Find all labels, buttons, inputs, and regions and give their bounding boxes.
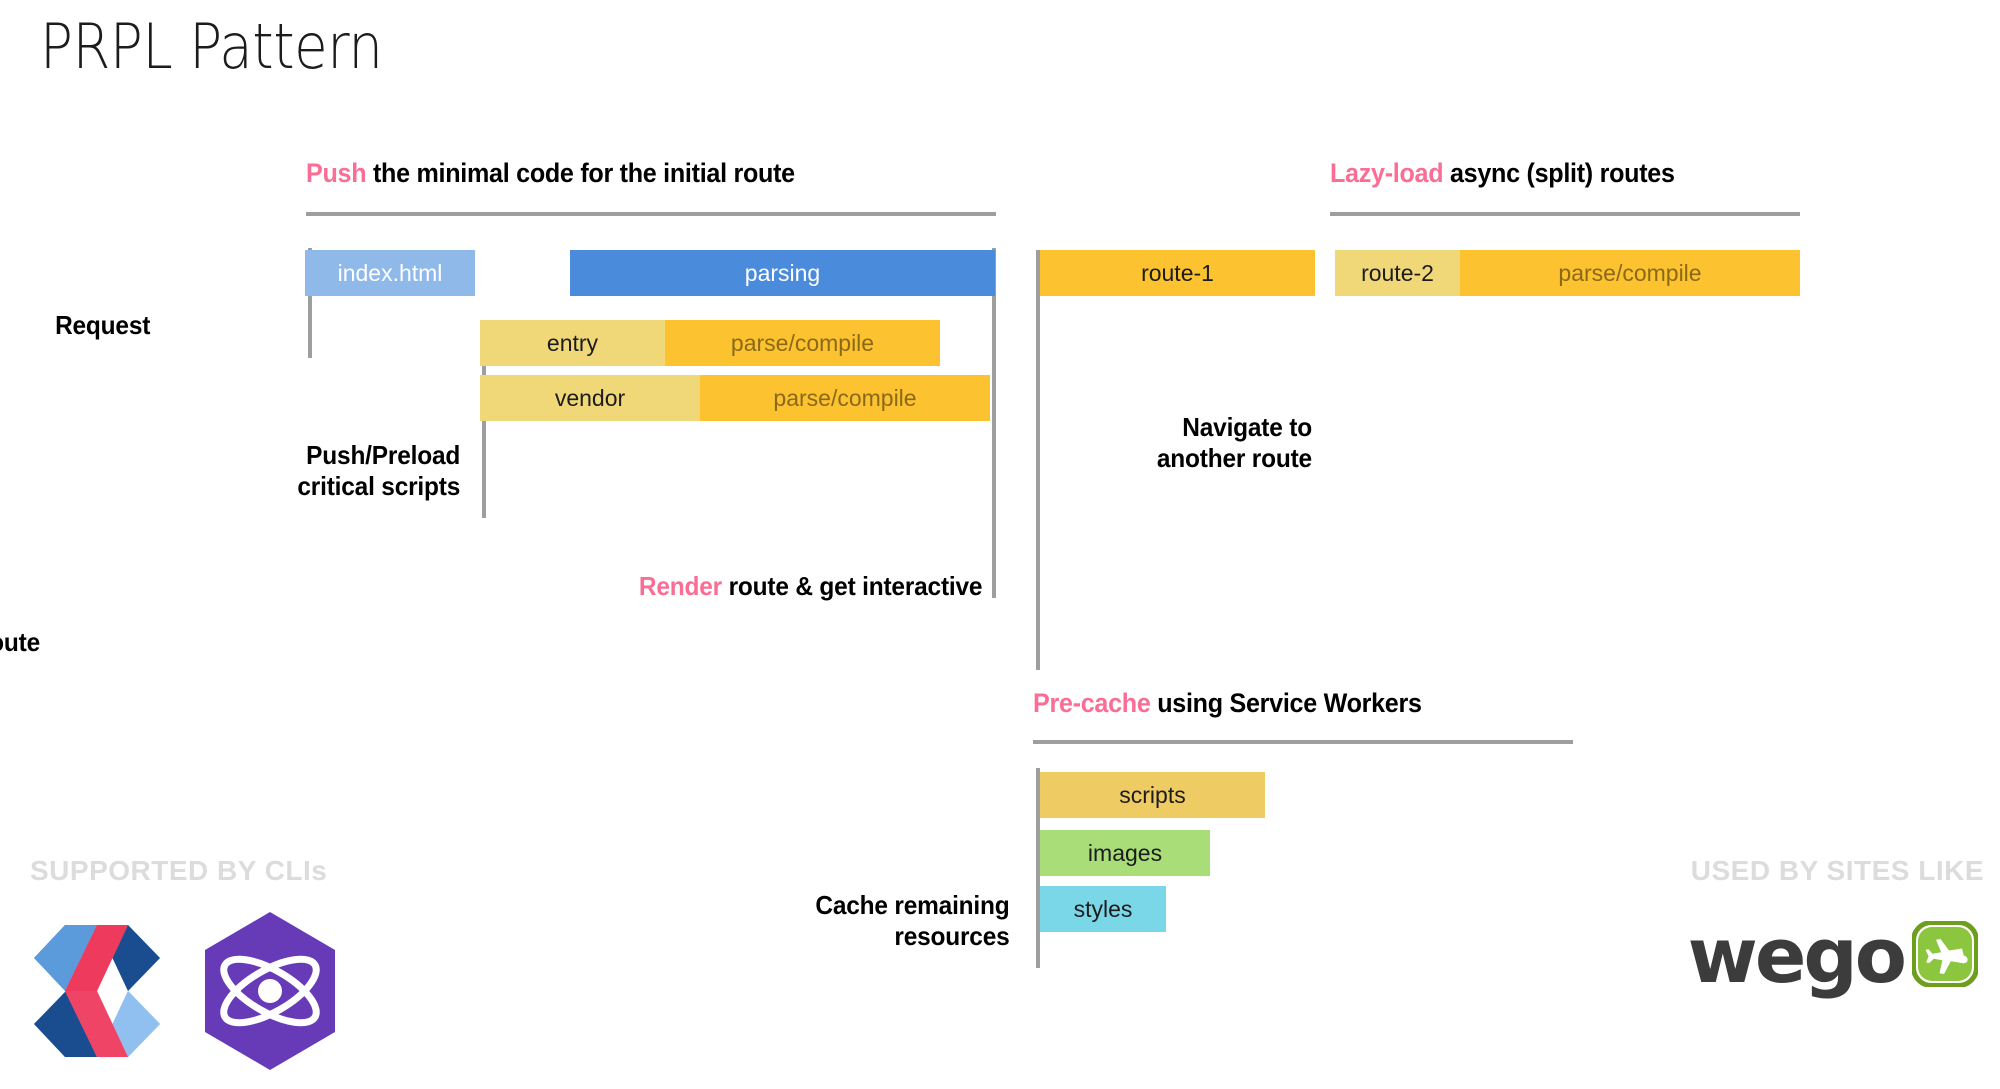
timeline-bar-styles: styles (1040, 886, 1166, 932)
request-tick (308, 248, 312, 358)
wego-plane-badge-icon (1911, 919, 1979, 992)
section-header-precache-rest: using Service Workers (1150, 688, 1422, 718)
timeline-bar-index.html: index.html (305, 250, 475, 296)
precache-rule (1033, 740, 1573, 744)
lazy-rule (1330, 212, 1800, 216)
stage-label-render-rest: route & get interactive (721, 570, 982, 601)
section-header-push-rest: the minimal code for the initial route (366, 158, 795, 188)
footer-caption-left: SUPPORTED BY CLIs (30, 855, 328, 886)
bar-segment-entry: entry (480, 320, 665, 366)
render-tick (992, 248, 996, 598)
stage-label-render-accent: Render (638, 570, 722, 601)
bar-segment-route-1: route-1 (1040, 250, 1315, 296)
stage-label-navigate-another: Navigate to another route (1156, 412, 1312, 473)
section-header-precache: Pre-cache using Service Workers (1033, 688, 1422, 719)
page-title: PRPL Pattern (40, 10, 383, 83)
bar-segment-parsing: parsing (570, 250, 995, 296)
timeline-bar-parsing: parsing (570, 250, 995, 296)
bar-segment-parse-compile: parse/compile (1460, 250, 1800, 296)
bar-segment-parse-compile: parse/compile (665, 320, 940, 366)
timeline-bar-route-1: route-1 (1040, 250, 1315, 296)
bar-segment-vendor: vendor (480, 375, 700, 421)
timeline-bar-images: images (1040, 830, 1210, 876)
section-header-lazy-rest: async (split) routes (1443, 158, 1675, 188)
polymer-logo-icon (34, 925, 160, 1062)
stage-label-push-preload: Push/Preload critical scripts (297, 440, 460, 501)
push-rule (306, 212, 996, 216)
stage-label-request: Request (54, 310, 150, 340)
bar-segment-scripts: scripts (1040, 772, 1265, 818)
wego-logo: wego (1687, 911, 1979, 1000)
timeline-bar-scripts: scripts (1040, 772, 1265, 818)
stage-label-navigate-next: Navigate next route (0, 627, 40, 657)
section-header-precache-accent: Pre-cache (1033, 688, 1151, 718)
section-header-push: Push the minimal code for the initial ro… (306, 158, 795, 189)
preact-logo-icon (200, 912, 340, 1075)
wego-wordmark: wego (1687, 911, 1907, 1000)
bar-segment-parse-compile: parse/compile (700, 375, 990, 421)
section-header-lazy-accent: Lazy-load (1330, 158, 1444, 188)
stage-label-render: Render route & get interactive (638, 540, 983, 601)
stage-label-cache-remaining: Cache remaining resources (815, 890, 1010, 951)
bar-segment-index-html: index.html (305, 250, 475, 296)
section-header-lazy: Lazy-load async (split) routes (1330, 158, 1675, 189)
section-header-push-accent: Push (306, 158, 367, 188)
navigate-next-tick (1036, 250, 1040, 670)
bar-segment-styles: styles (1040, 886, 1166, 932)
footer-caption-right: USED BY SITES LIKE (1690, 855, 1984, 886)
cache-tick (1036, 768, 1040, 968)
bar-segment-images: images (1040, 830, 1210, 876)
bar-segment-route-2: route-2 (1335, 250, 1460, 296)
